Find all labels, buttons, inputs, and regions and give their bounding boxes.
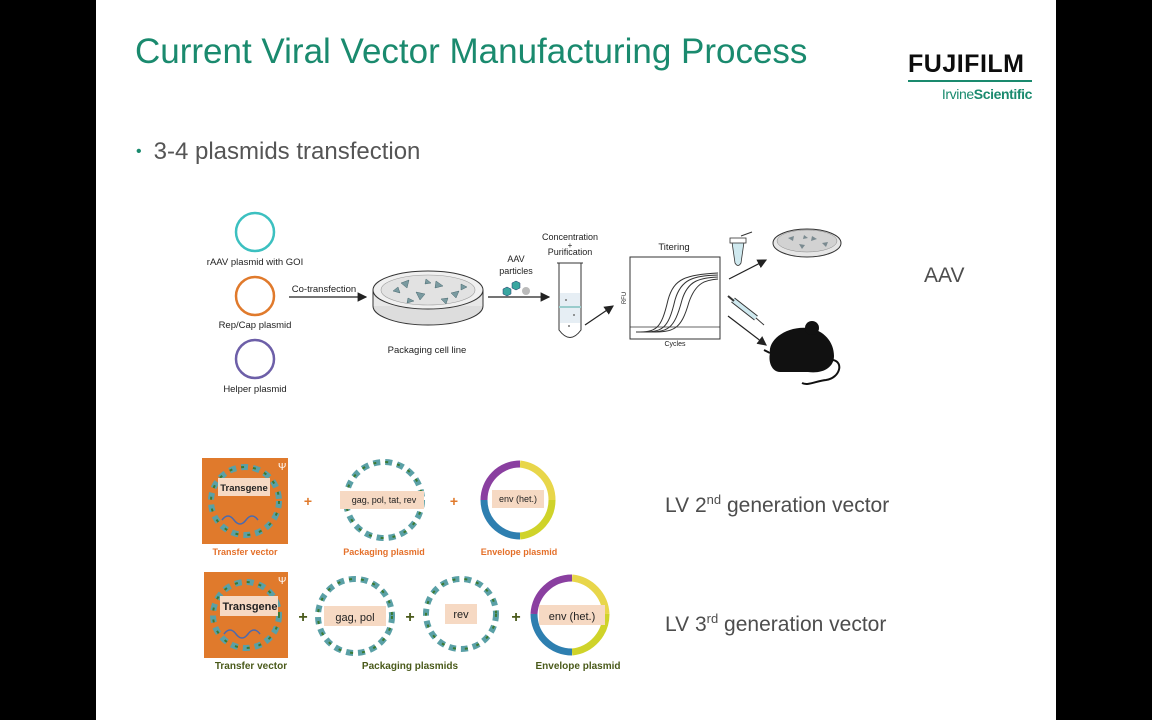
lv3-caption-envelope: Envelope plasmid	[535, 661, 620, 672]
lv3-side-label: LV 3rd generation vector	[665, 611, 886, 637]
lv2-envelope-insert: env (het.)	[499, 494, 537, 504]
lv3-packaging-insert-2: rev	[453, 609, 469, 621]
lv2-side-label: LV 2nd generation vector	[665, 492, 889, 518]
test-tube-icon	[557, 262, 583, 338]
plate-arrow	[728, 259, 768, 280]
petri-dish-icon	[372, 270, 484, 326]
logo-rule	[908, 80, 1032, 82]
logo-sub-bold: Scientific	[973, 86, 1033, 102]
lv3-transgene-label: Transgene	[222, 601, 277, 613]
lv2-side-label-sup: nd	[706, 492, 722, 507]
lv3-plus-3: +	[511, 609, 520, 626]
lv2-plus-2: +	[450, 493, 458, 509]
qpcr-chart-icon	[629, 256, 721, 340]
qpcr-x-axis-label: Cycles	[664, 341, 686, 348]
lv2-transgene-label: Transgene	[220, 483, 268, 494]
lv2-caption-transfer: Transfer vector	[212, 547, 278, 557]
aav-side-label: AAV	[924, 264, 965, 287]
lv2-envelope-plasmid-icon	[480, 460, 556, 540]
lv3-envelope-plasmid-icon	[530, 574, 610, 656]
lv3-side-label-pre: LV 3	[665, 613, 707, 636]
lv2-packaging-plasmid-icon	[340, 459, 425, 541]
logo-brand: FUJIFILM	[908, 50, 1025, 78]
helper-plasmid-label: Helper plasmid	[223, 384, 286, 395]
concentration-label: Concentration	[542, 232, 598, 242]
lv3-packaging-plasmid-1-icon	[315, 576, 395, 656]
lv2-side-label-pre: LV 2	[665, 494, 707, 517]
lv2-caption-envelope: Envelope plasmid	[481, 547, 558, 557]
lv2-workflow: Transgene Ψ Transfer vector + gag, pol, …	[202, 458, 557, 557]
lv2-side-label-post: generation vector	[721, 494, 890, 517]
lv3-side-label-sup: rd	[706, 611, 719, 626]
lv2-caption-packaging: Packaging plasmid	[343, 547, 425, 557]
packaging-cell-line-label: Packaging cell line	[388, 345, 467, 356]
mouse-arrow	[727, 315, 767, 346]
eppendorf-tube-icon	[729, 231, 753, 266]
qpcr-y-axis-label: RFU	[622, 292, 628, 304]
lv2-packaging-insert: gag, pol, tat, rev	[352, 495, 417, 505]
lv3-plus-1: +	[298, 609, 307, 626]
lv3-plus-2: +	[405, 609, 414, 626]
lv2-psi-label: Ψ	[278, 462, 286, 473]
culture-plate-icon	[772, 228, 842, 258]
lv3-packaging-plasmid-2-icon	[423, 576, 499, 652]
lv3-transfer-vector-icon	[204, 572, 288, 658]
aav-particles-label-1: AAV	[507, 254, 524, 264]
tube-arrow	[584, 305, 614, 326]
lv2-transfer-vector-icon	[202, 458, 288, 544]
titering-label: Titering	[658, 242, 689, 253]
aav-workflow: rAAV plasmid with GOI Rep/Cap plasmid He…	[207, 211, 842, 395]
raav-plasmid-icon	[234, 211, 276, 253]
lv3-side-label-post: generation vector	[718, 613, 887, 636]
lv3-packaging-insert-1: gag, pol	[335, 612, 374, 624]
bullet-item: • 3-4 plasmids transfection	[136, 138, 420, 166]
helper-plasmid-icon	[234, 338, 276, 380]
concentration-plus: +	[568, 241, 573, 250]
syringe-icon	[727, 295, 765, 326]
repcap-plasmid-icon	[234, 275, 276, 317]
slide-title: Current Viral Vector Manufacturing Proce…	[135, 32, 808, 71]
bullet-dot-icon: •	[136, 143, 142, 160]
lv3-caption-packaging: Packaging plasmids	[362, 661, 459, 672]
cotransfection-label: Co-transfection	[292, 284, 356, 295]
mouse-icon	[763, 321, 841, 385]
purification-label: Purification	[548, 247, 593, 257]
lv3-caption-transfer: Transfer vector	[215, 661, 287, 672]
process-figure: rAAV plasmid with GOI Rep/Cap plasmid He…	[202, 211, 842, 672]
lv3-workflow: Transgene Ψ Transfer vector + gag, pol +…	[204, 572, 621, 672]
aav-particles-label-2: particles	[499, 266, 533, 276]
lv3-psi-label: Ψ	[278, 576, 286, 587]
repcap-plasmid-label: Rep/Cap plasmid	[219, 320, 292, 331]
company-logo: FUJIFILM IrvineScientific	[908, 50, 1032, 106]
logo-sub: IrvineScientific	[908, 86, 1032, 102]
raav-plasmid-label: rAAV plasmid with GOI	[207, 257, 303, 268]
lv2-plus-1: +	[304, 493, 312, 509]
bullet-text: 3-4 plasmids transfection	[153, 138, 421, 165]
slide: Current Viral Vector Manufacturing Proce…	[96, 0, 1056, 720]
logo-sub-light: Irvine	[941, 86, 974, 102]
lv3-envelope-insert: env (het.)	[549, 611, 595, 623]
aav-particles-icon	[502, 280, 530, 297]
